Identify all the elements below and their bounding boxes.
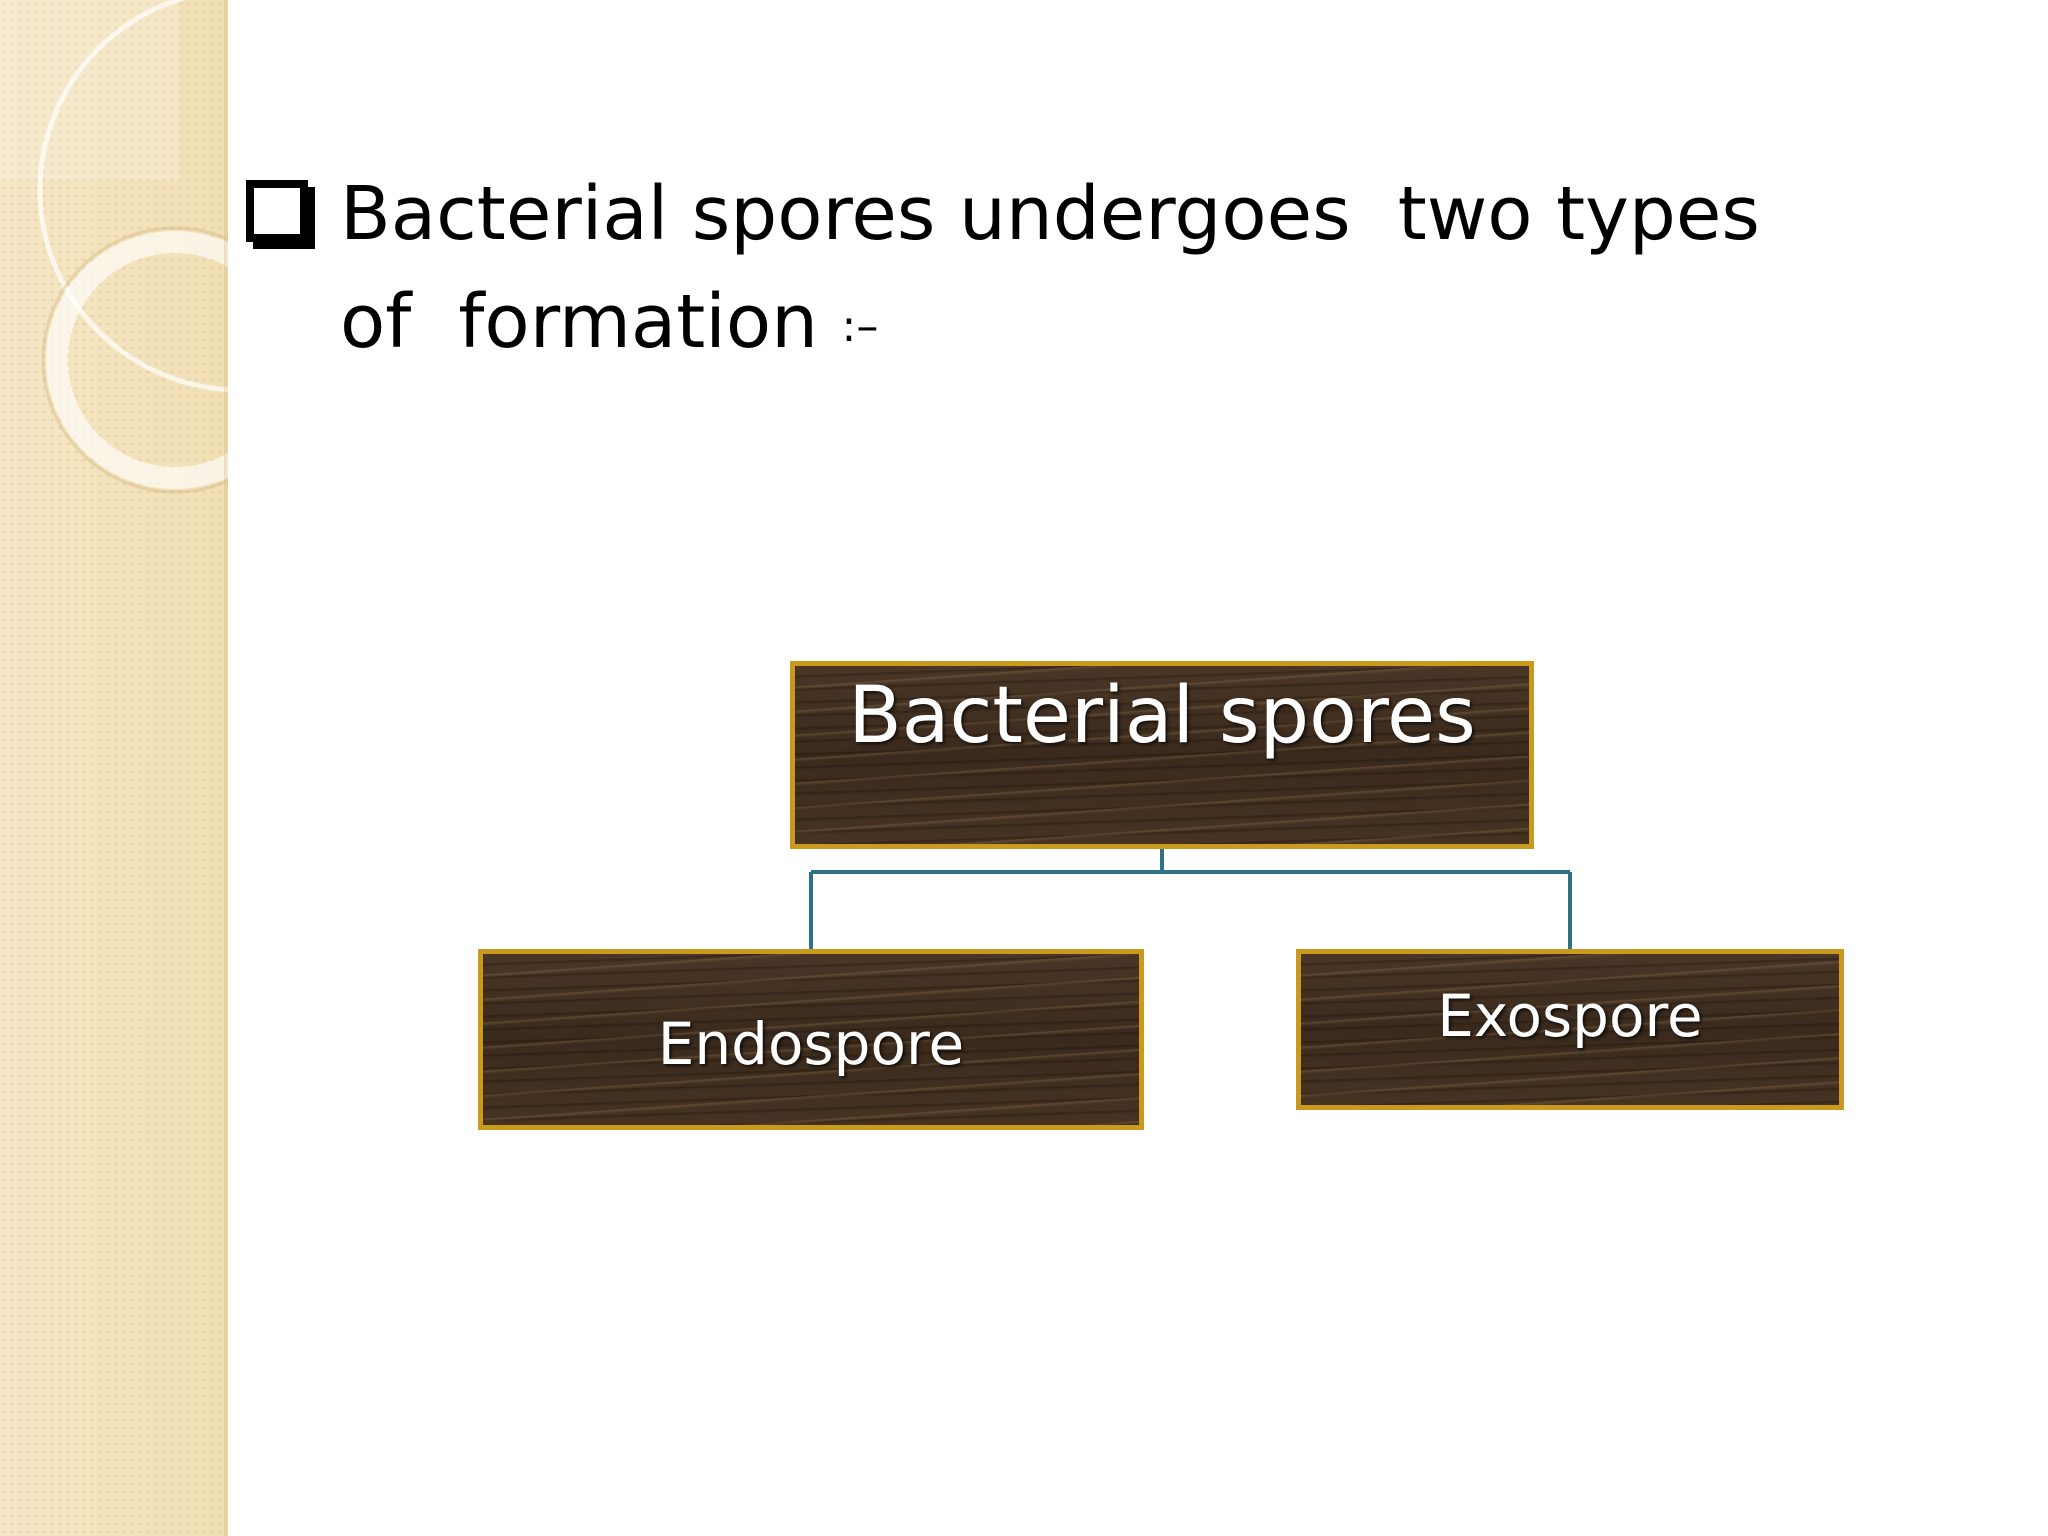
node-endospore: Endospore [478, 949, 1144, 1130]
node-exospore-label: Exospore [1437, 982, 1703, 1050]
side-panel [0, 0, 228, 1536]
side-panel-edge [224, 0, 228, 1536]
node-exospore: Exospore [1296, 949, 1844, 1110]
node-bacterial-spores-label: Bacterial spores [848, 671, 1476, 761]
heading-line-2: of formation :– [340, 268, 1840, 381]
decorative-rings [0, 0, 228, 494]
node-bacterial-spores: Bacterial spores [790, 661, 1534, 849]
heading-line-2-text: of formation [340, 279, 842, 365]
heading-line-1: Bacterial spores undergoes two types [340, 171, 1760, 257]
checkbox-bullet-icon [246, 180, 308, 242]
slide-heading: Bacterial spores undergoes two types of … [340, 160, 1840, 381]
heading-separator: :– [841, 301, 879, 352]
node-endospore-label: Endospore [657, 1010, 965, 1078]
